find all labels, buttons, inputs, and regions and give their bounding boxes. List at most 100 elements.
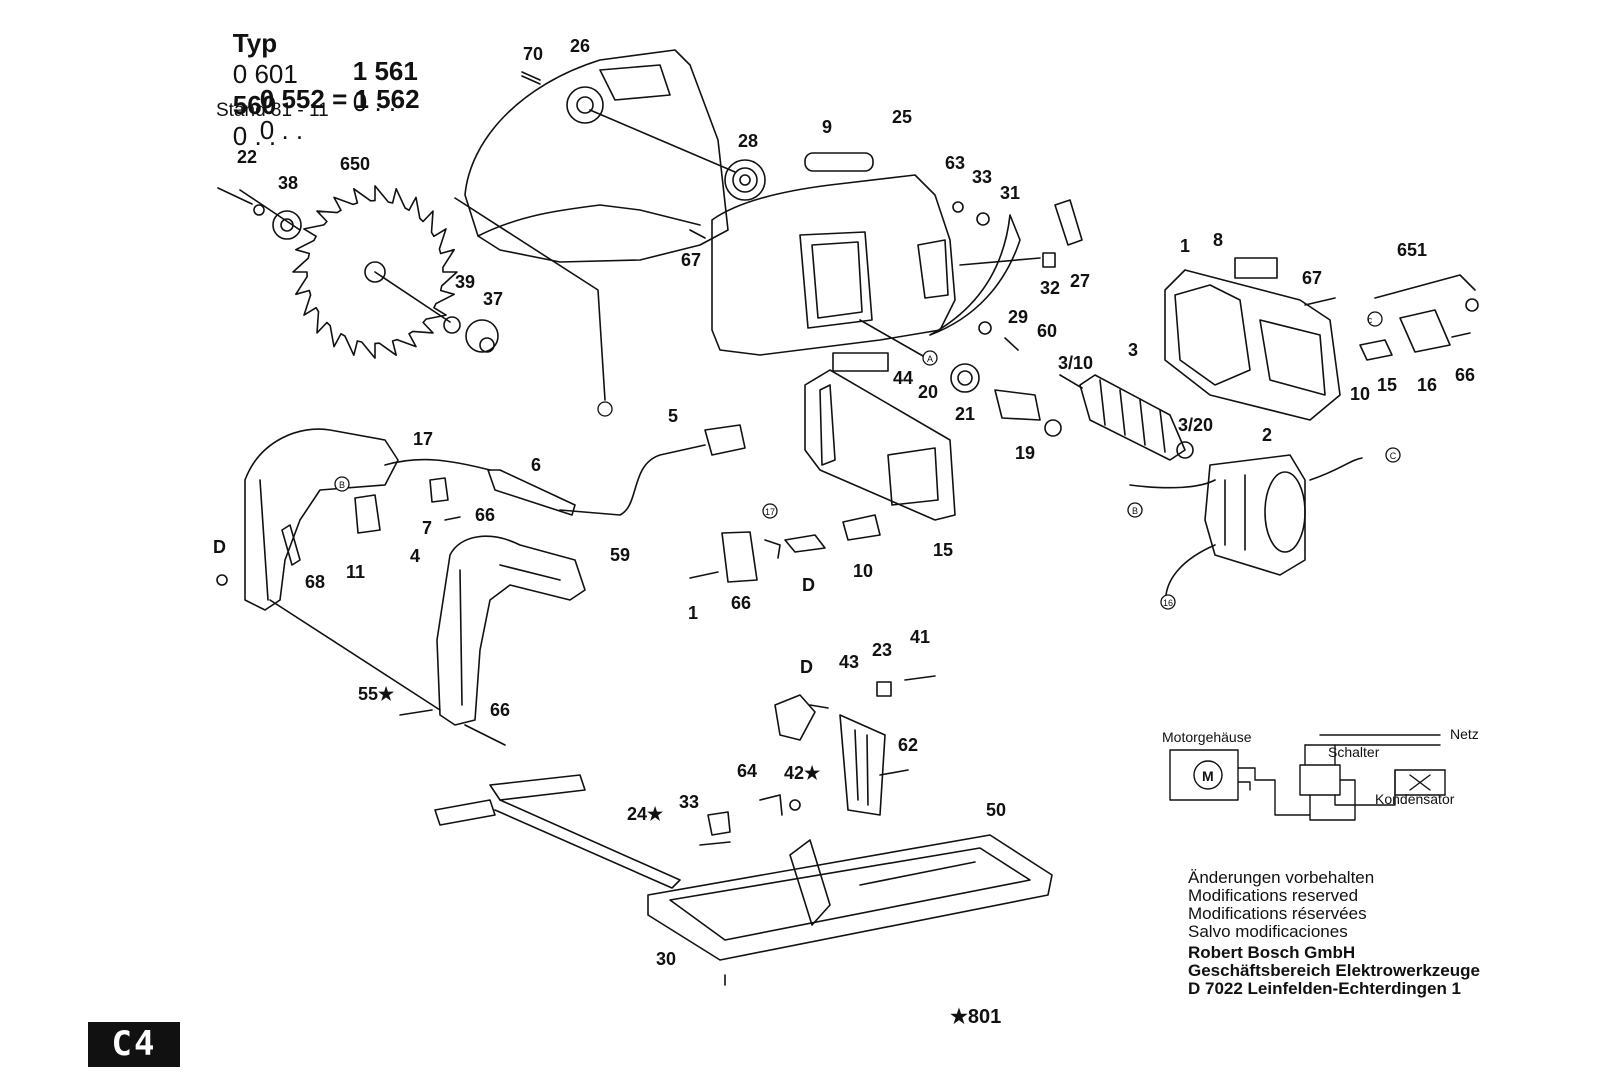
front-handle bbox=[269, 535, 586, 746]
reference-markers bbox=[334, 311, 1401, 610]
part-label: 68 bbox=[305, 572, 325, 592]
part-label: 30 bbox=[656, 949, 676, 969]
part-label: 27 bbox=[1070, 271, 1090, 291]
part-label: 66 bbox=[731, 593, 751, 613]
part-label: 19 bbox=[1015, 443, 1035, 463]
type-suffix-3: 0 . . bbox=[259, 115, 304, 145]
part-label: 50 bbox=[986, 800, 1006, 820]
company-name: Robert Bosch GmbH bbox=[1188, 943, 1356, 962]
note-de: Änderungen vorbehalten bbox=[1188, 868, 1375, 887]
base-plate bbox=[647, 834, 1053, 986]
part-label: 67 bbox=[1302, 268, 1322, 288]
part-label: c bbox=[1368, 315, 1373, 325]
part-label: 3/20 bbox=[1178, 415, 1213, 435]
stand-date: Stand 81 - 11 bbox=[216, 100, 329, 121]
part-label: 26 bbox=[570, 36, 590, 56]
part-label: 650 bbox=[340, 154, 370, 174]
saw-blade bbox=[239, 185, 458, 359]
type-number-2: 1 561 bbox=[352, 56, 418, 86]
part-label: 60 bbox=[1037, 321, 1057, 341]
part-label: 15 bbox=[1377, 375, 1397, 395]
part-label: 5 bbox=[668, 406, 678, 426]
part-label: 67 bbox=[681, 250, 701, 270]
brush-parts bbox=[689, 514, 881, 583]
part-label: 59 bbox=[610, 545, 630, 565]
type-number-prefix: 0 601 bbox=[232, 59, 298, 89]
upper-blade-guard bbox=[454, 49, 729, 401]
type-line-1: Typ 0 601 560 0 . . bbox=[215, 10, 298, 170]
part-label: 6 bbox=[531, 455, 541, 475]
type-suffix-1: 0 . . bbox=[232, 121, 277, 151]
part-label: D bbox=[802, 575, 815, 595]
part-label: 21 bbox=[955, 404, 975, 424]
company-address: D 7022 Leinfelden-Echterdingen 1 bbox=[1188, 979, 1462, 998]
part-label: 11 bbox=[346, 562, 365, 582]
part-label: 43 bbox=[839, 652, 859, 672]
rip-fence bbox=[434, 774, 681, 889]
part-label: B bbox=[339, 480, 345, 490]
part-label: 651 bbox=[1397, 240, 1427, 260]
part-label: A bbox=[927, 354, 933, 364]
part-label: 22 bbox=[237, 147, 257, 167]
field-coil bbox=[1129, 454, 1363, 596]
part-label: 33 bbox=[679, 792, 699, 812]
part-label: 31 bbox=[1000, 183, 1020, 203]
type-number-3: 0 552 = 1 562 bbox=[259, 84, 420, 114]
part-label: 10 bbox=[1350, 384, 1370, 404]
circuit-diagram bbox=[1169, 734, 1446, 821]
part-label: B bbox=[1132, 506, 1138, 516]
part-label: D bbox=[213, 537, 226, 557]
part-label: 23 bbox=[872, 640, 892, 660]
part-label: 70 bbox=[523, 44, 543, 64]
part-label: D bbox=[800, 657, 813, 677]
company-division: Geschäftsbereich Elektrowerkzeuge bbox=[1188, 961, 1480, 980]
capacitor-label: Kondensator bbox=[1375, 791, 1455, 807]
part-label: C bbox=[1390, 451, 1397, 461]
gearbox-housing bbox=[804, 352, 956, 521]
part-label: 4 bbox=[410, 546, 420, 566]
part-label: 66 bbox=[490, 700, 510, 720]
note-fr: Modifications réservées bbox=[1188, 904, 1367, 923]
part-label: 63 bbox=[945, 153, 965, 173]
motor-symbol: M bbox=[1202, 768, 1214, 784]
part-label: 24★ bbox=[627, 804, 664, 824]
part-label: 17 bbox=[765, 507, 775, 517]
part-label: 32 bbox=[1040, 278, 1060, 298]
part-label: 29 bbox=[1008, 307, 1028, 327]
part-label: 20 bbox=[918, 382, 938, 402]
part-label: 16 bbox=[1163, 598, 1173, 608]
part-label: 3 bbox=[1128, 340, 1138, 360]
motor-housing-label: Motorgehäuse bbox=[1162, 729, 1252, 745]
part-label: 38 bbox=[278, 173, 298, 193]
part-label: 8 bbox=[1213, 230, 1223, 250]
part-label: 33 bbox=[972, 167, 992, 187]
net-label: Netz bbox=[1450, 726, 1479, 742]
part-label: 62 bbox=[898, 735, 918, 755]
switch-label: Schalter bbox=[1328, 744, 1380, 760]
part-label: 2 bbox=[1262, 425, 1272, 445]
part-label: 55★ bbox=[358, 684, 395, 704]
housing-cover bbox=[711, 152, 956, 361]
part-label: 1 bbox=[1180, 236, 1190, 256]
type-number-1: 560 bbox=[232, 90, 277, 120]
part-label: 7 bbox=[422, 518, 432, 538]
part-label: 42★ bbox=[784, 763, 821, 783]
armature bbox=[950, 363, 1194, 461]
part-label: 28 bbox=[738, 131, 758, 151]
blade-fasteners bbox=[217, 187, 499, 353]
type-line-3: 0 552 = 1 562 0 . . bbox=[242, 66, 420, 164]
part-label: 16 bbox=[1417, 375, 1437, 395]
type-line-2: 1 561 0 . . bbox=[335, 38, 418, 136]
footnote: ★801 bbox=[950, 1006, 1002, 1028]
part-label: 15 bbox=[933, 540, 953, 560]
part-label: 66 bbox=[475, 505, 495, 525]
type-suffix-2: 0 . . bbox=[352, 87, 397, 117]
circuit-labels: Motorgehäuse M Netz Schalter Kondensator bbox=[1162, 726, 1479, 807]
part-label: 41 bbox=[910, 627, 930, 647]
part-label: 9 bbox=[822, 117, 832, 137]
part-number-labels: 70 26 28 9 25 22 38 650 63 33 31 27 67 3… bbox=[213, 36, 1475, 969]
typ-label: Typ bbox=[232, 28, 278, 58]
page-tag: C4 bbox=[88, 1022, 180, 1067]
